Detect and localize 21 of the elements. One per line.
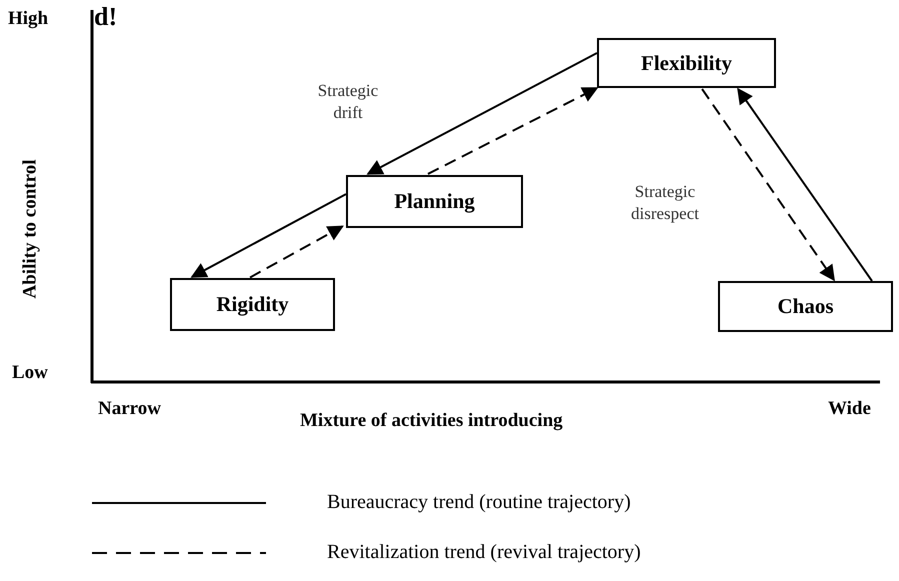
arrow [701,88,835,282]
axis-tick-label: High [8,8,48,30]
axis-tick-label: Narrow [98,398,161,420]
region-label: Strategic disrespect [630,181,700,225]
stage-box: Chaos [718,281,893,332]
arrow [190,193,346,278]
legend-text: Bureaucracy trend (routine trajectory) [327,491,631,514]
stray-text: d! [94,6,118,28]
axis-tick-label: Low [12,362,48,384]
axis-tick-label: Wide [828,398,871,420]
arrow [737,88,873,282]
arrow [250,226,344,278]
arrow [428,87,598,175]
arrow [366,52,598,175]
region-label: Strategic drift [316,80,380,124]
stage-box: Planning [346,175,523,228]
stage-box: Flexibility [597,38,776,88]
legend-text: Revitalization trend (revival trajectory) [327,541,641,564]
axis-title: Mixture of activities introducing [300,410,563,432]
axis-title: Ability to control [20,160,42,298]
stage-box: Rigidity [170,278,335,331]
